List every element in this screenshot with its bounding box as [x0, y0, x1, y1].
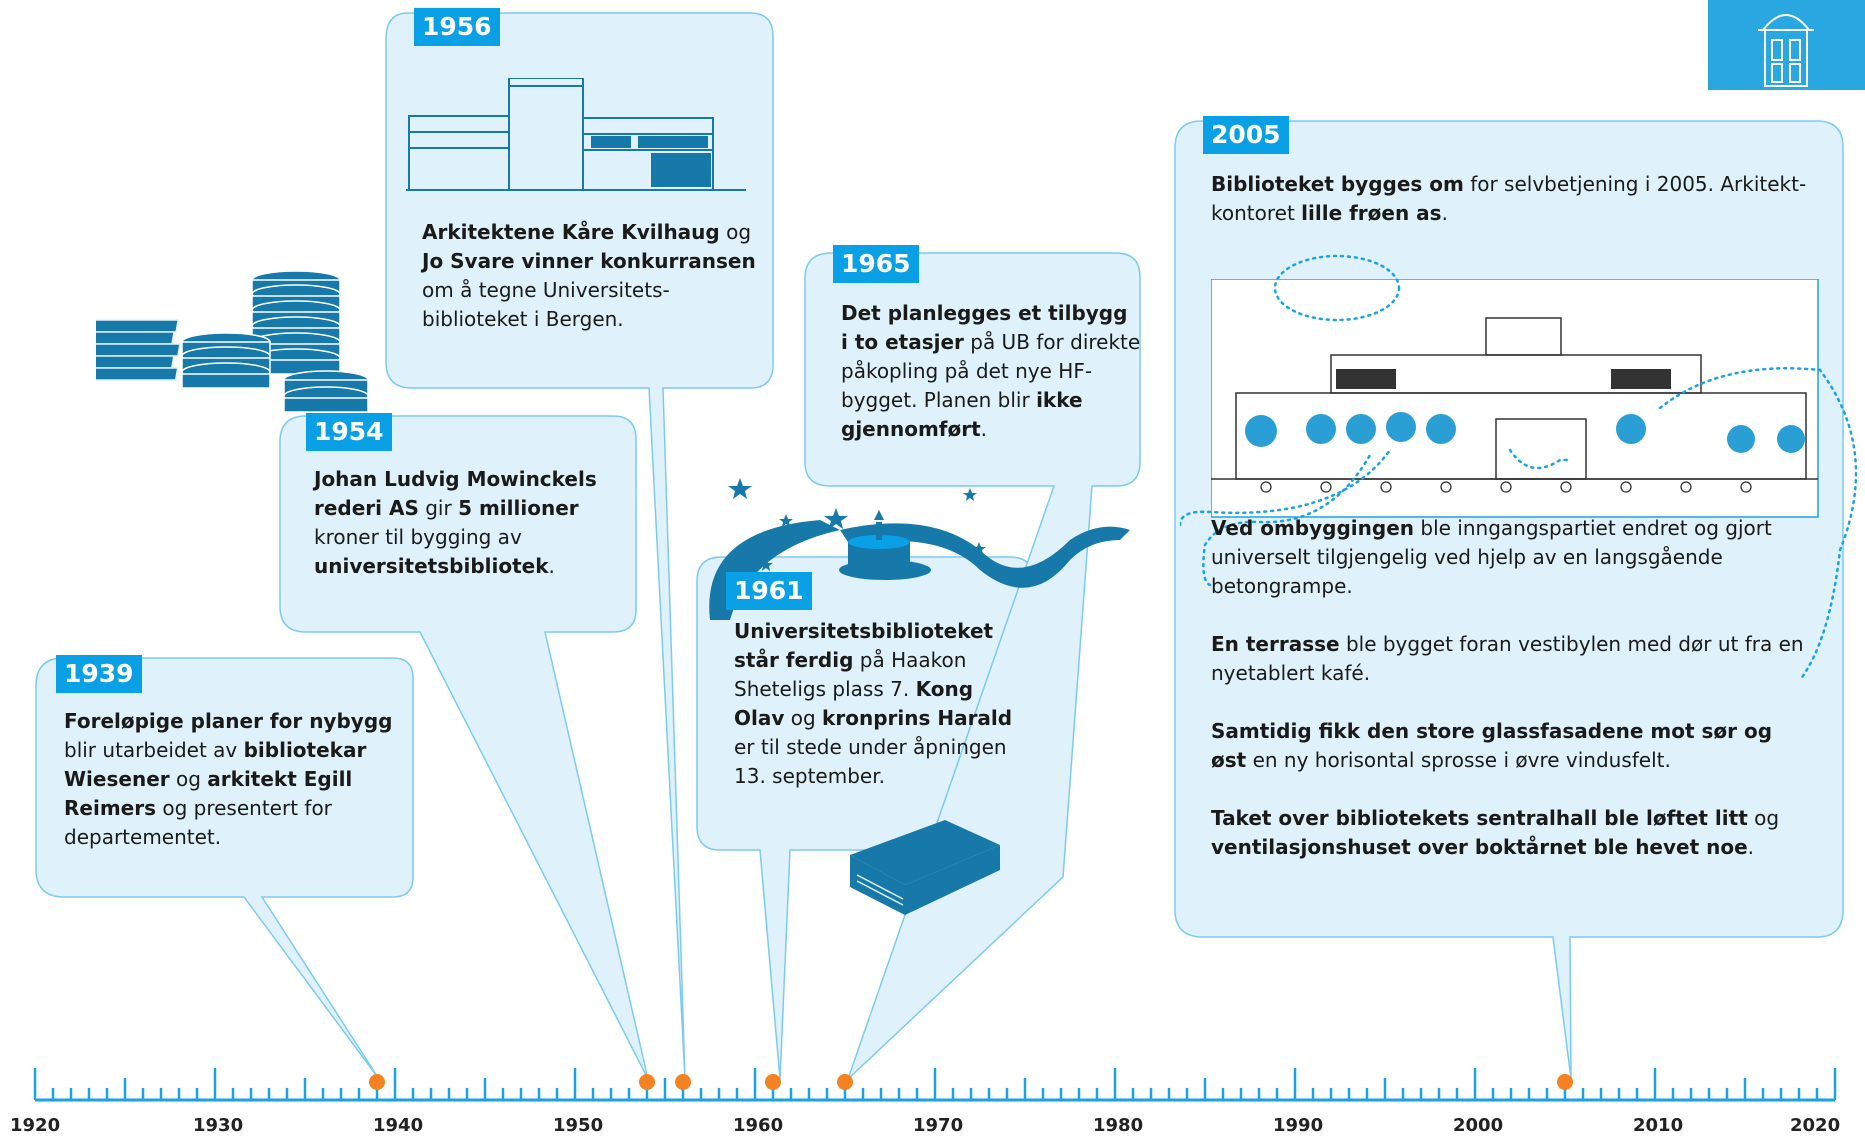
bold-run: Jo Svare vinner konkurransen — [422, 249, 756, 273]
bold-run: Johan Ludvig Mowinckels rederi AS — [314, 467, 597, 520]
entry-1939-text: Foreløpige planer for nybygg blir utarbe… — [64, 707, 409, 852]
bold-run: En terrasse — [1211, 632, 1340, 656]
bold-run: Taket over bibliotekets sentralhall ble … — [1211, 806, 1748, 830]
entry-paragraph: Biblioteket bygges om for selvbetjening … — [1211, 170, 1811, 228]
bold-run: Arkitektene Kåre Kvilhaug — [422, 220, 720, 244]
text-run: og presentert for departementet. — [64, 796, 332, 849]
text-run: på UB for direkte påkopling på det nye H… — [841, 330, 1141, 412]
event-marker-1956 — [675, 1074, 691, 1090]
text-run: er til stede under åpningen 13. septembe… — [734, 735, 1007, 788]
entry-paragraph: Taket over bibliotekets sentralhall ble … — [1211, 804, 1811, 862]
bold-run: ventilasjonshuset over boktårnet ble hev… — [1211, 835, 1748, 859]
money-illustration — [96, 270, 368, 413]
text-run: på Haakon Sheteligs plass 7. — [734, 648, 967, 701]
text-run: gir — [418, 496, 459, 520]
entry-paragraph: Johan Ludvig Mowinckels rederi AS gir 5 … — [314, 465, 614, 581]
bold-run: Samtidig fikk den store glassfasadene mo… — [1211, 719, 1773, 772]
book-icon — [850, 820, 1000, 915]
bold-run: 5 millioner — [458, 496, 579, 520]
bold-run: Det planlegges et tilbygg i to etasjer — [841, 301, 1128, 354]
text-run: blir utarbeidet av — [64, 738, 244, 762]
bold-run: universitetsbibliotek — [314, 554, 549, 578]
entry-1954-text: Johan Ludvig Mowinckels rederi AS gir 5 … — [314, 465, 614, 581]
bold-run: bibliotekar Wiesener — [64, 738, 367, 791]
text-run: . — [980, 417, 988, 441]
year-tag-1939: 1939 — [56, 655, 142, 693]
callout-1954 — [279, 415, 649, 1080]
event-marker-1961 — [765, 1074, 781, 1090]
text-run: og — [784, 706, 823, 730]
text-run: om å tegne Universitets­biblioteket i Be… — [422, 278, 670, 331]
celebration-illustration — [709, 510, 1130, 620]
bold-run: lille frøen as — [1301, 201, 1442, 225]
entry-1954: 1954 Johan Ludvig Mowinckels rederi AS g… — [306, 413, 614, 610]
callout-1939 — [35, 657, 414, 1080]
bold-run: Ved ombyggingen — [1211, 516, 1415, 540]
axis-label: 1940 — [373, 1115, 424, 1136]
bold-run: arkitekt Egill Reimers — [64, 767, 353, 820]
bold-run: kronprins Harald — [822, 706, 1013, 730]
entry-2005-text: Biblioteket bygges om for selvbetjening … — [1211, 170, 1811, 862]
axis-label: 2000 — [1453, 1115, 1504, 1136]
axis-label: 2020 — [1790, 1115, 1841, 1136]
entry-1965-text: Det planlegges et tilbygg i to etasjer p… — [841, 299, 1141, 444]
timeline-axis — [33, 1068, 1837, 1102]
axis-label: 1960 — [733, 1115, 784, 1136]
library-building-icon — [1758, 14, 1814, 87]
entry-paragraph: En terrasse ble bygget foran vestibylen … — [1211, 630, 1811, 688]
building-1956-illustration — [406, 78, 746, 191]
axis-label: 1980 — [1093, 1115, 1144, 1136]
year-tag-1956: 1956 — [414, 8, 500, 46]
text-run: for selvbetjening i 2005. Arkitekt­konto… — [1211, 172, 1807, 225]
ub-logo — [1708, 0, 1865, 90]
event-marker-1965 — [837, 1074, 853, 1090]
text-run: en ny horisontal sprosse i øvre vindusfe… — [1246, 748, 1671, 772]
facade-2005-illustration — [1211, 279, 1819, 518]
entry-paragraph: Foreløpige planer for nybygg blir utarbe… — [64, 707, 409, 852]
year-tag-1954: 1954 — [306, 413, 392, 451]
bold-run: Universitetsbiblioteket står ferdig — [734, 619, 994, 672]
axis-label: 2010 — [1633, 1115, 1684, 1136]
axis-label: 1950 — [553, 1115, 604, 1136]
year-tag-1961: 1961 — [726, 572, 812, 610]
text-run: og — [719, 220, 752, 244]
event-marker-1954 — [639, 1074, 655, 1090]
axis-label: 1930 — [193, 1115, 244, 1136]
entry-1956-text: Arkitektene Kåre Kvilhaug og Jo Svare vi… — [422, 218, 762, 334]
entry-paragraph: Samtidig fikk den store glassfasadene mo… — [1211, 717, 1811, 775]
text-run: . — [1441, 201, 1448, 225]
bold-run: Kong Olav — [734, 677, 974, 730]
text-run: kroner til bygging av — [314, 525, 522, 549]
axis-label: 1970 — [913, 1115, 964, 1136]
entry-2005: 2005 Biblioteket bygges om for selvbetje… — [1203, 116, 1811, 891]
entry-1961-text: Universitetsbiblioteket står ferdig på H… — [734, 617, 1014, 791]
event-marker-1939 — [369, 1074, 385, 1090]
entry-1965: 1965 Det planlegges et tilbygg i to etas… — [833, 245, 1141, 473]
callout-1965 — [804, 252, 1141, 1080]
text-run: . — [548, 554, 555, 578]
bold-run: ikke gjennomført — [841, 388, 1083, 441]
entry-paragraph: Arkitektene Kåre Kvilhaug og Jo Svare vi… — [422, 218, 762, 334]
entry-1939: 1939 Foreløpige planer for nybygg blir u… — [56, 655, 409, 881]
text-run: . — [1747, 835, 1755, 859]
axis-label: 1990 — [1273, 1115, 1324, 1136]
text-run: og — [169, 767, 208, 791]
year-tag-2005: 2005 — [1203, 116, 1289, 154]
entry-1961: 1961 Universitetsbiblioteket står ferdig… — [726, 572, 1014, 820]
stars-icon — [728, 478, 986, 571]
text-run: ble inngangspartiet endret og gjort univ… — [1211, 516, 1772, 598]
callout-1956 — [385, 12, 774, 1080]
entry-paragraph: Universitetsbiblioteket står ferdig på H… — [734, 617, 1014, 791]
event-marker-2005 — [1557, 1074, 1573, 1090]
annotation-dotted-lines — [1180, 254, 1858, 682]
year-tag-1965: 1965 — [833, 245, 919, 283]
entry-paragraph: Det planlegges et tilbygg i to etasjer p… — [841, 299, 1141, 444]
entry-paragraph: Ved ombyggingen ble inngangspartiet endr… — [1211, 514, 1811, 601]
entry-1956: 1956 Arkitektene Kåre Kvilhaug og Jo Sva… — [414, 8, 762, 363]
bold-run: Biblioteket bygges om — [1211, 172, 1464, 196]
axis-label: 1920 — [10, 1115, 61, 1136]
text-run: og — [1747, 806, 1780, 830]
text-run: ble bygget foran vestibylen med dør ut f… — [1211, 632, 1804, 685]
bold-run: Foreløpige planer for nybygg — [64, 709, 393, 733]
